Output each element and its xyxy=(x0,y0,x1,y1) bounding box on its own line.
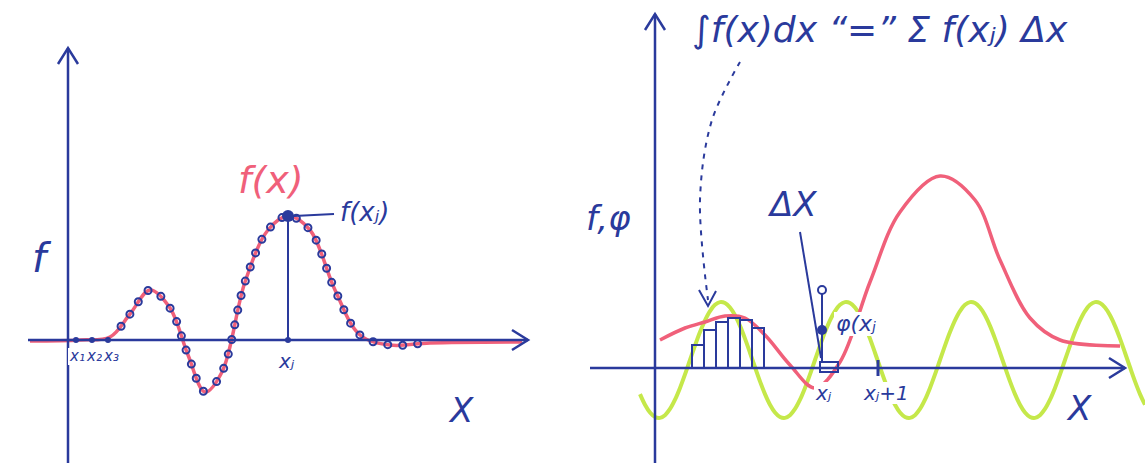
arrowhead xyxy=(699,290,716,306)
sample-dot xyxy=(167,305,174,312)
axis-arrowhead xyxy=(512,330,528,350)
sample-dot xyxy=(188,361,195,368)
dotted-arrow xyxy=(700,62,740,300)
sample-dot xyxy=(118,323,125,330)
axis-label: f xyxy=(30,236,48,280)
axis-arrowhead xyxy=(645,14,665,30)
axis-line xyxy=(67,48,70,463)
sample-dot xyxy=(200,388,207,395)
axis-label: f,φ xyxy=(584,200,633,237)
sample-dot xyxy=(225,351,232,358)
sample-dot xyxy=(183,347,190,354)
interval-box xyxy=(820,362,838,372)
sample-dot xyxy=(228,336,235,343)
sample-dot xyxy=(126,311,133,318)
sample-dot xyxy=(304,224,311,231)
grid-point xyxy=(285,337,291,343)
curve-label: f(x) xyxy=(236,160,306,202)
interval-label: ΔX xyxy=(768,186,819,223)
sample-point xyxy=(282,210,294,222)
point-label: xⱼ xyxy=(814,382,833,404)
axis-line xyxy=(654,14,657,463)
function-curve xyxy=(660,176,1120,388)
function-curve xyxy=(30,216,522,392)
riemann-rectangle xyxy=(704,330,716,368)
leader-line xyxy=(294,214,334,216)
sample-dot xyxy=(145,287,152,294)
sample-dot xyxy=(328,279,335,286)
leader-line xyxy=(800,232,821,358)
sample-dot xyxy=(213,378,220,385)
grid-point xyxy=(105,337,111,343)
sample-dot xyxy=(178,332,185,339)
sample-dot xyxy=(318,251,325,258)
sample-dot xyxy=(258,236,265,243)
sample-dot xyxy=(334,293,341,300)
sample-dot xyxy=(267,224,274,231)
axis-line xyxy=(590,367,1125,370)
sample-dot xyxy=(340,306,347,313)
riemann-rectangle xyxy=(692,345,704,368)
sample-dot xyxy=(242,278,249,285)
riemann-rectangle xyxy=(740,320,752,368)
sample-label: f(xⱼ) xyxy=(338,198,391,227)
sample-dot xyxy=(323,265,330,272)
sample-label: φ(xⱼ xyxy=(834,312,878,336)
sample-dot xyxy=(247,263,254,270)
sample-dot xyxy=(173,318,180,325)
sample-dot xyxy=(370,338,377,345)
sample-dot xyxy=(399,342,406,349)
axis-arrowhead xyxy=(58,48,78,64)
sample-dot xyxy=(135,298,142,305)
point-label: xⱼ+1 xyxy=(862,382,911,404)
sample-dot xyxy=(238,292,245,299)
grid-point xyxy=(89,337,95,343)
formula: ∫f(x)dx “=” Σ f(xⱼ) Δx xyxy=(690,10,1069,50)
sample-point xyxy=(817,325,827,335)
riemann-rectangle xyxy=(728,318,740,368)
axis-tick xyxy=(877,360,880,376)
sample-dot xyxy=(356,331,363,338)
sample-dot xyxy=(818,286,826,294)
axis-arrowhead xyxy=(1109,358,1125,378)
axis-label: X xyxy=(1066,390,1093,427)
sample-dot xyxy=(313,237,320,244)
sample-dot xyxy=(347,320,354,327)
point-label: xⱼ xyxy=(277,350,296,372)
riemann-rectangle xyxy=(752,328,764,368)
point-label: x₃ xyxy=(102,348,121,365)
axis-label: X xyxy=(448,392,475,429)
sample-dot xyxy=(193,375,200,382)
sample-dot xyxy=(384,341,391,348)
sample-dot xyxy=(414,340,421,347)
sample-dot xyxy=(252,249,259,256)
sample-dot xyxy=(220,365,227,372)
sample-dot xyxy=(234,307,241,314)
sample-dot xyxy=(157,293,164,300)
sample-line xyxy=(287,216,289,340)
grid-point xyxy=(73,337,79,343)
sample-dot xyxy=(231,321,238,328)
axis-line xyxy=(28,339,528,342)
riemann-rectangle xyxy=(716,322,728,368)
